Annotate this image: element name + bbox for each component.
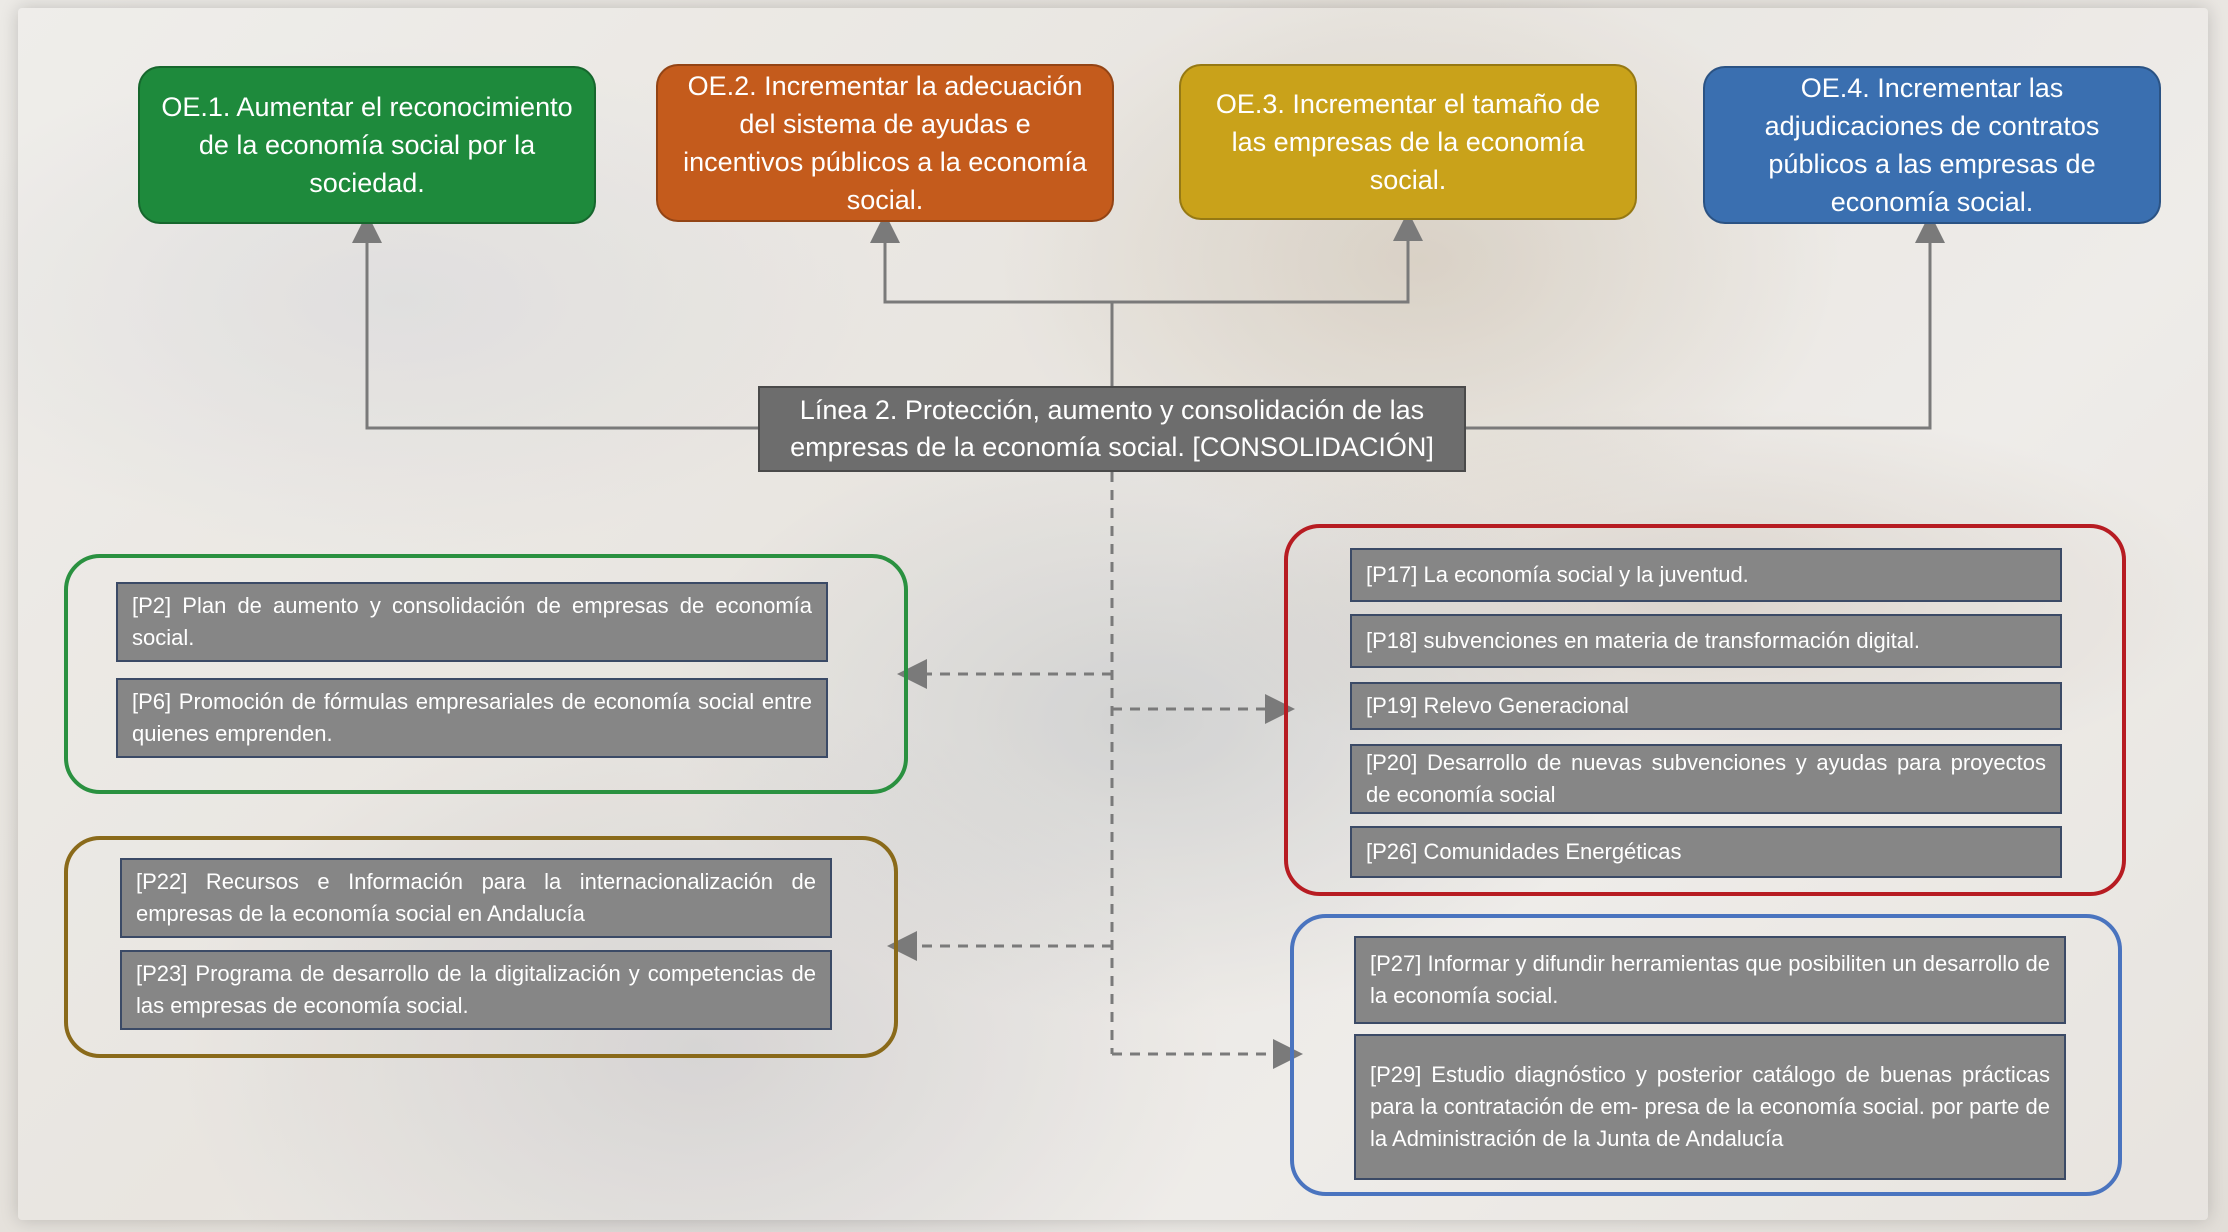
objective-oe3: OE.3. Incrementar el tamaño de las empre…	[1179, 64, 1637, 220]
group-green	[64, 554, 908, 794]
program-p17: [P17] La economía social y la juventud.	[1350, 548, 2062, 602]
program-p2: [P2] Plan de aumento y consolidación de …	[116, 582, 828, 662]
objective-oe2-label: OE.2. Incrementar la adecuación del sist…	[683, 71, 1087, 215]
program-p27: [P27] Informar y difundir herramientas q…	[1354, 936, 2066, 1024]
objective-oe1: OE.1. Aumentar el reconocimiento de la e…	[138, 66, 596, 224]
program-p20: [P20] Desarrollo de nuevas subvenciones …	[1350, 744, 2062, 814]
objective-oe3-label: OE.3. Incrementar el tamaño de las empre…	[1215, 89, 1601, 195]
objective-oe2: OE.2. Incrementar la adecuación del sist…	[656, 64, 1114, 222]
program-p19: [P19] Relevo Generacional	[1350, 682, 2062, 730]
group-gold	[64, 836, 898, 1058]
objective-oe1-label: OE.1. Aumentar el reconocimiento de la e…	[161, 92, 573, 198]
program-p6: [P6] Promoción de fórmulas empresariales…	[116, 678, 828, 758]
connector-oe1	[352, 213, 758, 430]
central-line-box: Línea 2. Protección, aumento y consolida…	[758, 386, 1466, 472]
objective-oe4: OE.4. Incrementar las adjudicaciones de …	[1703, 66, 2161, 224]
objective-oe4-label: OE.4. Incrementar las adjudicaciones de …	[1764, 73, 2100, 217]
program-p18: [P18] subvenciones en materia de transfo…	[1350, 614, 2062, 668]
connector-oe3	[1112, 211, 1423, 304]
program-p22: [P22] Recursos e Información para la int…	[120, 858, 832, 938]
program-p23: [P23] Programa de desarrollo de la digit…	[120, 950, 832, 1030]
program-p29: [P29] Estudio diagnóstico y posterior ca…	[1354, 1034, 2066, 1180]
group-red	[1284, 524, 2126, 896]
central-line-label: Línea 2. Protección, aumento y consolida…	[790, 395, 1434, 462]
connector-oe4	[1466, 213, 1945, 430]
group-blue	[1290, 914, 2122, 1196]
program-p26: [P26] Comunidades Energéticas	[1350, 826, 2062, 878]
connector-oe2-oe3	[870, 213, 1114, 386]
